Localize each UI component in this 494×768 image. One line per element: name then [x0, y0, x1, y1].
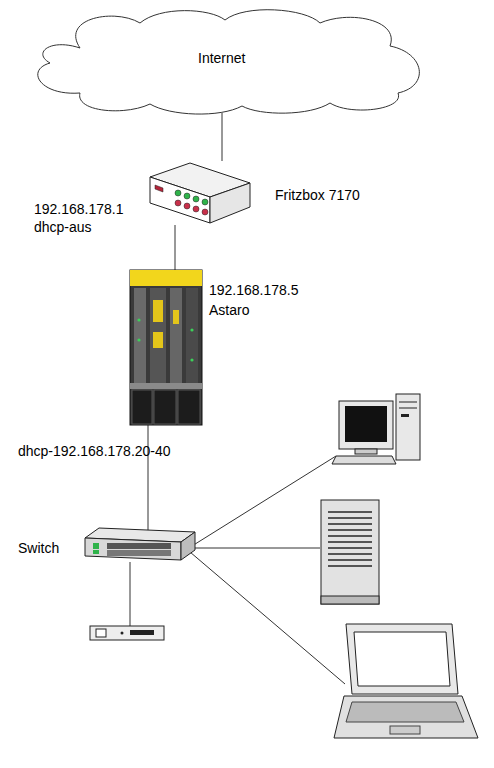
pc-symbol — [332, 394, 420, 464]
laptop-symbol — [334, 624, 478, 738]
modem-symbol — [90, 626, 164, 640]
firewall-rack — [130, 270, 202, 425]
switch-symbol — [85, 528, 195, 562]
network-wires — [130, 456, 345, 684]
cloud-label: Internet — [198, 50, 245, 66]
router-symbol — [150, 155, 250, 225]
ip-address: 192.168.178.5 — [209, 282, 299, 298]
network-link — [222, 113, 223, 161]
dhcp-note: dhcp-aus — [34, 219, 92, 235]
router-box: Fritzbox 7170192.168.178.1dhcp-aus — [150, 155, 250, 225]
device-name: Fritzbox 7170 — [275, 187, 360, 203]
dhcp-range-label: dhcp-192.168.178.20-40 — [18, 443, 171, 459]
device-name: Switch — [18, 540, 59, 556]
switch-box: Switch — [85, 528, 195, 562]
internet-cloud: Internet — [20, 8, 430, 113]
ip-address: 192.168.178.1 — [34, 201, 124, 217]
server-symbol — [321, 500, 379, 604]
firewall-box: 192.168.178.5Astaro — [130, 270, 202, 425]
network-link — [148, 425, 149, 532]
device-name: Astaro — [209, 302, 249, 318]
network-link — [175, 225, 176, 270]
